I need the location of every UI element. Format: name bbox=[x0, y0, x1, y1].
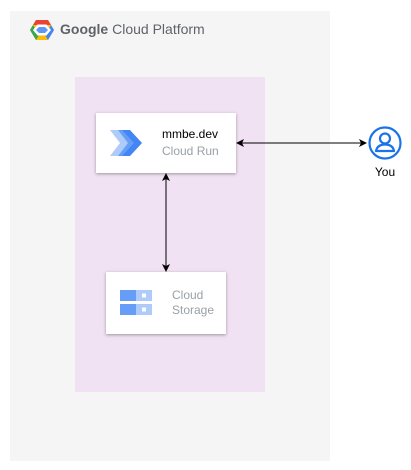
cloud-run-name: mmbe.dev bbox=[162, 127, 219, 141]
cloud-run-icon bbox=[110, 130, 142, 156]
user-icon[interactable] bbox=[368, 126, 402, 160]
cloud-storage-label-line2: Storage bbox=[172, 303, 215, 317]
cloud-storage-label-line1: Cloud bbox=[172, 288, 204, 302]
user-label: You bbox=[374, 165, 396, 179]
gcp-title: Google Cloud Platform bbox=[60, 21, 205, 37]
cloud-storage-card[interactable]: Cloud Storage bbox=[106, 272, 226, 334]
cloud-storage-label: Cloud Storage bbox=[172, 288, 214, 318]
gcp-brand: Google bbox=[60, 21, 109, 37]
cloud-run-card[interactable]: mmbe.dev Cloud Run bbox=[96, 113, 236, 173]
cloud-storage-icon bbox=[120, 290, 152, 315]
cloud-run-type: Cloud Run bbox=[162, 144, 219, 158]
gcp-logo-icon bbox=[30, 20, 54, 40]
gcp-product: Cloud Platform bbox=[112, 21, 205, 37]
